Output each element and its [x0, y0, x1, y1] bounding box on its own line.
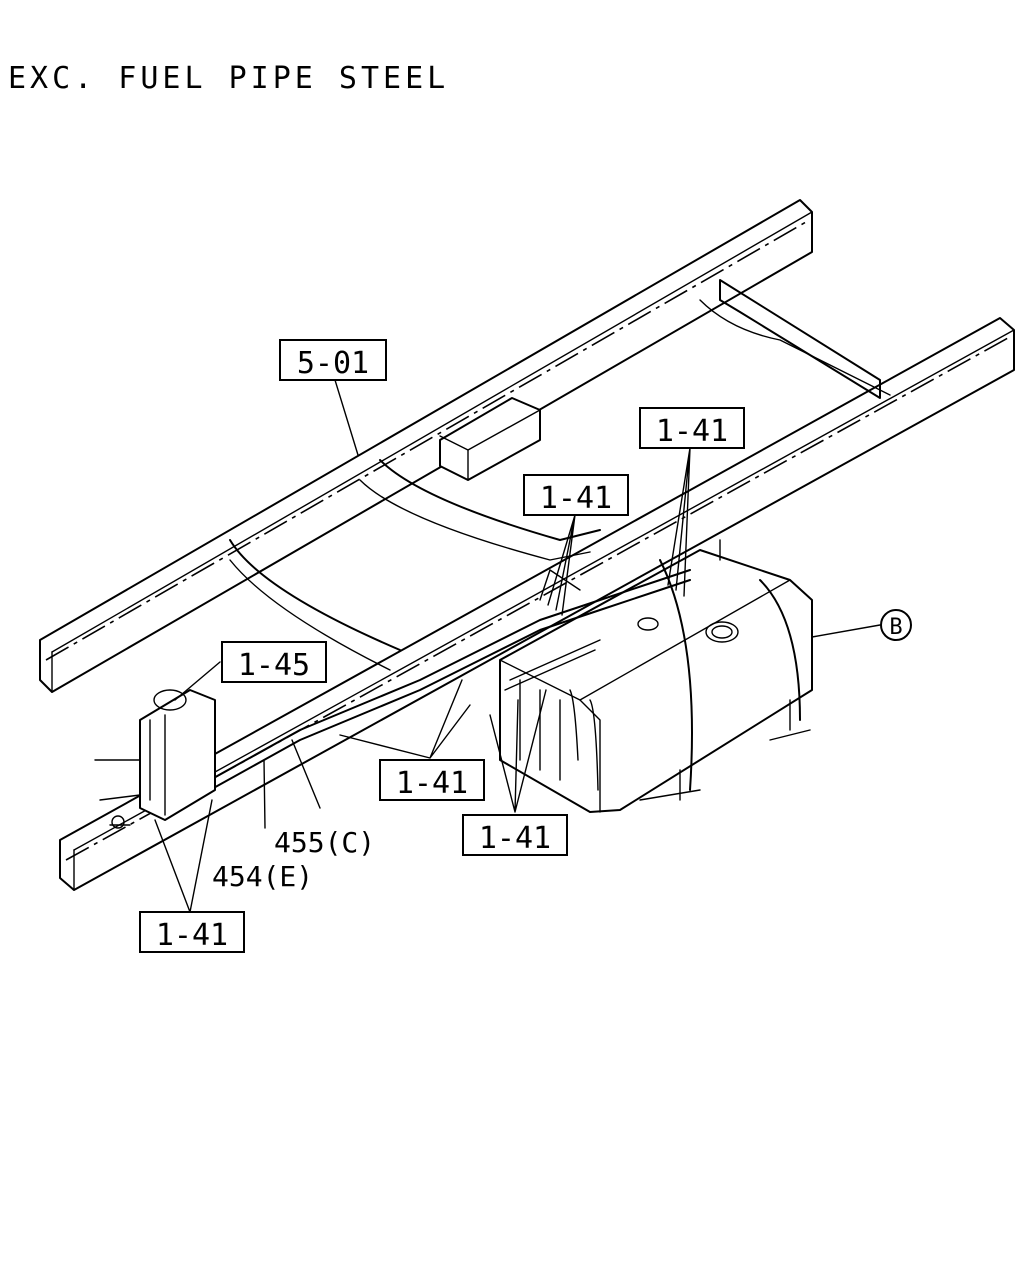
svg-text:1-41: 1-41	[540, 481, 612, 516]
svg-text:1-45: 1-45	[238, 648, 310, 683]
callout-frame[interactable]: 5-01	[279, 339, 387, 381]
fuel-tank	[499, 539, 813, 813]
leader-lines	[154, 379, 881, 913]
fuel-pipes	[209, 569, 691, 791]
svg-text:1-41: 1-41	[156, 918, 228, 953]
svg-text:1-41: 1-41	[479, 821, 551, 856]
callout-clip-tank-right[interactable]: 1-41	[639, 407, 745, 449]
label-pipe-455c[interactable]: 455(C)	[274, 826, 375, 859]
svg-text:1-41: 1-41	[656, 414, 728, 449]
callout-filter[interactable]: 1-45	[221, 641, 327, 683]
chassis-frame	[39, 199, 1015, 891]
callout-clip-center[interactable]: 1-41	[379, 759, 485, 801]
label-pipe-454e[interactable]: 454(E)	[212, 860, 313, 893]
svg-text:1-41: 1-41	[396, 766, 468, 801]
svg-text:5-01: 5-01	[297, 346, 369, 381]
fuel-filter	[94, 689, 216, 829]
callout-clip-tank-bottom[interactable]: 1-41	[462, 814, 568, 856]
diagram-title: EXC. FUEL PIPE STEEL	[8, 61, 449, 96]
callout-clip-left[interactable]: 1-41	[139, 911, 245, 953]
svg-text:B: B	[889, 615, 902, 640]
callout-clip-tank-mid[interactable]: 1-41	[523, 474, 629, 516]
ref-b-marker[interactable]: B	[880, 609, 912, 641]
